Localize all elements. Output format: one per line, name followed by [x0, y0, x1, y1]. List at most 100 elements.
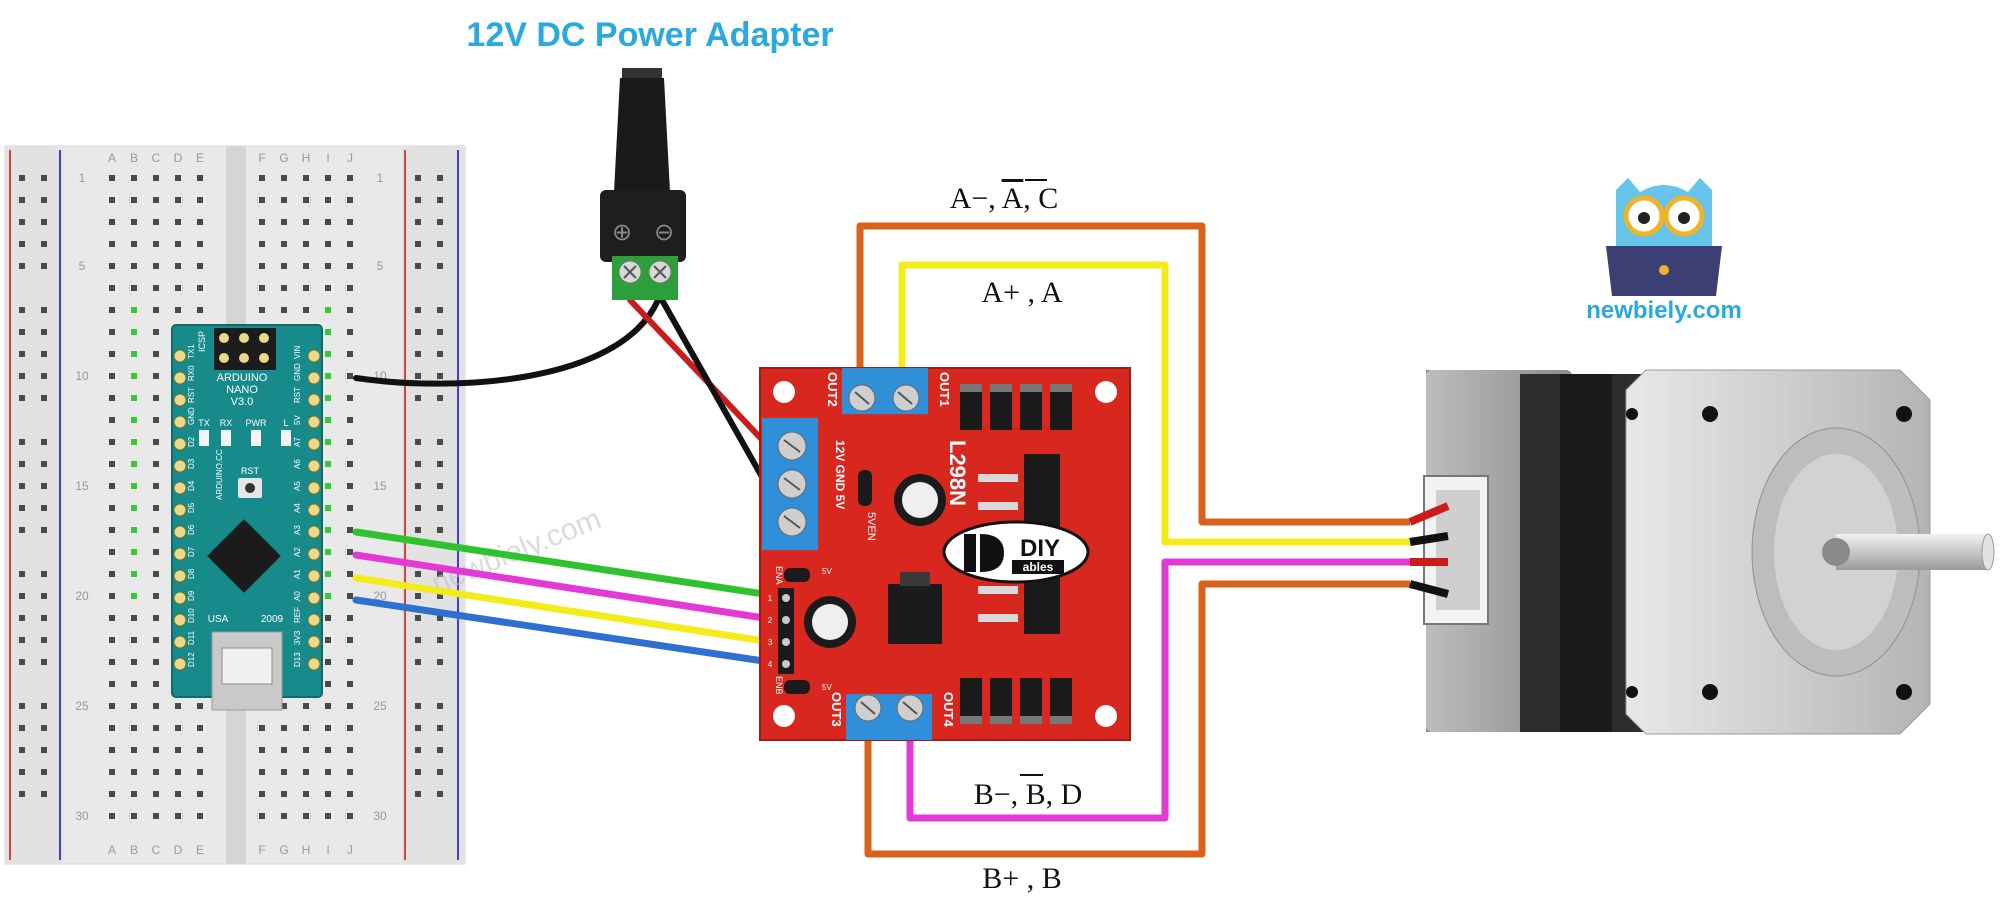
- rail-hole: [19, 505, 25, 511]
- breadboard-hole: [325, 725, 331, 731]
- breadboard-hole: [281, 285, 287, 291]
- rail-hole: [19, 395, 25, 401]
- breadboard-hole: [347, 395, 353, 401]
- nano-pin-label: A3: [293, 525, 302, 535]
- breadboard-hole: [131, 351, 137, 357]
- input-pin: [782, 638, 790, 646]
- nano-pin-label: A7: [293, 437, 302, 447]
- column-letter: G: [279, 843, 288, 857]
- breadboard-hole: [153, 197, 159, 203]
- l298n-driver: OUT2 OUT1 12V GND 5V 5VEN L298N DIY able…: [759, 367, 1131, 741]
- input-pin: [782, 660, 790, 668]
- column-letter: D: [174, 151, 183, 165]
- plus-symbol: ⊕: [612, 219, 632, 246]
- enb-jumper[interactable]: [784, 680, 810, 694]
- rail-hole: [437, 703, 443, 709]
- breadboard-hole: [153, 263, 159, 269]
- column-letter: H: [302, 843, 311, 857]
- b-minus-label: B−, B, D: [974, 778, 1083, 811]
- breadboard-hole: [109, 659, 115, 665]
- nano-model: NANO: [226, 384, 258, 396]
- breadboard-hole: [153, 725, 159, 731]
- nano-version: V3.0: [231, 396, 254, 408]
- nano-pin-label: VIN: [293, 345, 302, 359]
- breadboard-hole: [153, 241, 159, 247]
- breadboard-hole: [131, 241, 137, 247]
- breadboard-hole: [197, 791, 203, 797]
- rail-hole: [41, 505, 47, 511]
- breadboard-hole: [325, 747, 331, 753]
- nano-pin: [173, 569, 187, 583]
- power-terminal-labels: 12V GND 5V: [833, 440, 847, 509]
- rail-hole: [437, 219, 443, 225]
- rail-hole: [415, 197, 421, 203]
- motor-lead-red: [1408, 502, 1450, 526]
- breadboard-hole: [347, 483, 353, 489]
- black-wire-gnd: [353, 297, 661, 387]
- breadboard-hole: [131, 703, 137, 709]
- breadboard-hole: [131, 439, 137, 445]
- nano-pin: [307, 635, 321, 649]
- ena-jumper[interactable]: [784, 568, 810, 582]
- rail-hole: [415, 351, 421, 357]
- motor-lead-black: [1409, 532, 1449, 546]
- row-number: 1: [79, 171, 86, 185]
- breadboard-hole: [347, 527, 353, 533]
- breadboard-hole: [109, 461, 115, 467]
- breadboard-hole: [109, 769, 115, 775]
- out3-label: OUT3: [829, 692, 844, 727]
- breadboard-hole: [303, 769, 309, 775]
- nano-pin: [173, 635, 187, 649]
- breadboard-hole: [109, 725, 115, 731]
- power-terminal-label: 12V GND 5V: [833, 440, 847, 509]
- breadboard-hole: [109, 351, 115, 357]
- breadboard-hole: [197, 703, 203, 709]
- breadboard-hole: [347, 549, 353, 555]
- breadboard-hole: [153, 351, 159, 357]
- rail-hole: [415, 659, 421, 665]
- rail-hole: [19, 769, 25, 775]
- breadboard-hole: [259, 791, 265, 797]
- nano-pin: [307, 415, 321, 429]
- brand-name: newbiely.com: [1586, 297, 1742, 324]
- nano-pin: [307, 481, 321, 495]
- rail-hole: [19, 703, 25, 709]
- breadboard-hole: [131, 769, 137, 775]
- breadboard-hole: [131, 505, 137, 511]
- wire-labels: A−, A, C A+ , A B−, B, D B+ , B: [950, 179, 1083, 895]
- nano-pin-label: A0: [293, 591, 302, 601]
- breadboard-hole: [153, 703, 159, 709]
- diodes: [960, 384, 1072, 724]
- breadboard-hole: [153, 395, 159, 401]
- enb-label: ENB: [774, 676, 784, 695]
- breadboard-hole: [347, 681, 353, 687]
- breadboard-hole: [153, 769, 159, 775]
- breadboard-hole: [109, 747, 115, 753]
- breadboard-hole: [153, 439, 159, 445]
- breadboard-hole: [131, 527, 137, 533]
- breadboard-hole: [109, 373, 115, 379]
- rail-hole: [19, 197, 25, 203]
- breadboard-hole: [303, 813, 309, 819]
- rail-hole: [41, 483, 47, 489]
- input-pin-label: 2: [768, 616, 773, 625]
- column-letter: I: [326, 843, 329, 857]
- led: [281, 430, 291, 446]
- breadboard-hole: [153, 417, 159, 423]
- breadboard-hole: [153, 329, 159, 335]
- column-letter: G: [279, 151, 288, 165]
- 5ven-jumper[interactable]: [858, 470, 872, 506]
- nano-pin-label: 3V3: [293, 630, 302, 645]
- rail-hole: [415, 307, 421, 313]
- icsp-pin: [219, 333, 229, 343]
- input-pin-label: 4: [768, 660, 773, 669]
- breadboard-hole: [109, 241, 115, 247]
- breadboard-hole: [131, 219, 137, 225]
- input-pin: [782, 594, 790, 602]
- breadboard-hole: [347, 747, 353, 753]
- breadboard-hole: [197, 725, 203, 731]
- nano-pin-label: D12: [187, 652, 196, 667]
- nano-pin-label: D8: [187, 568, 196, 579]
- rail-hole: [41, 593, 47, 599]
